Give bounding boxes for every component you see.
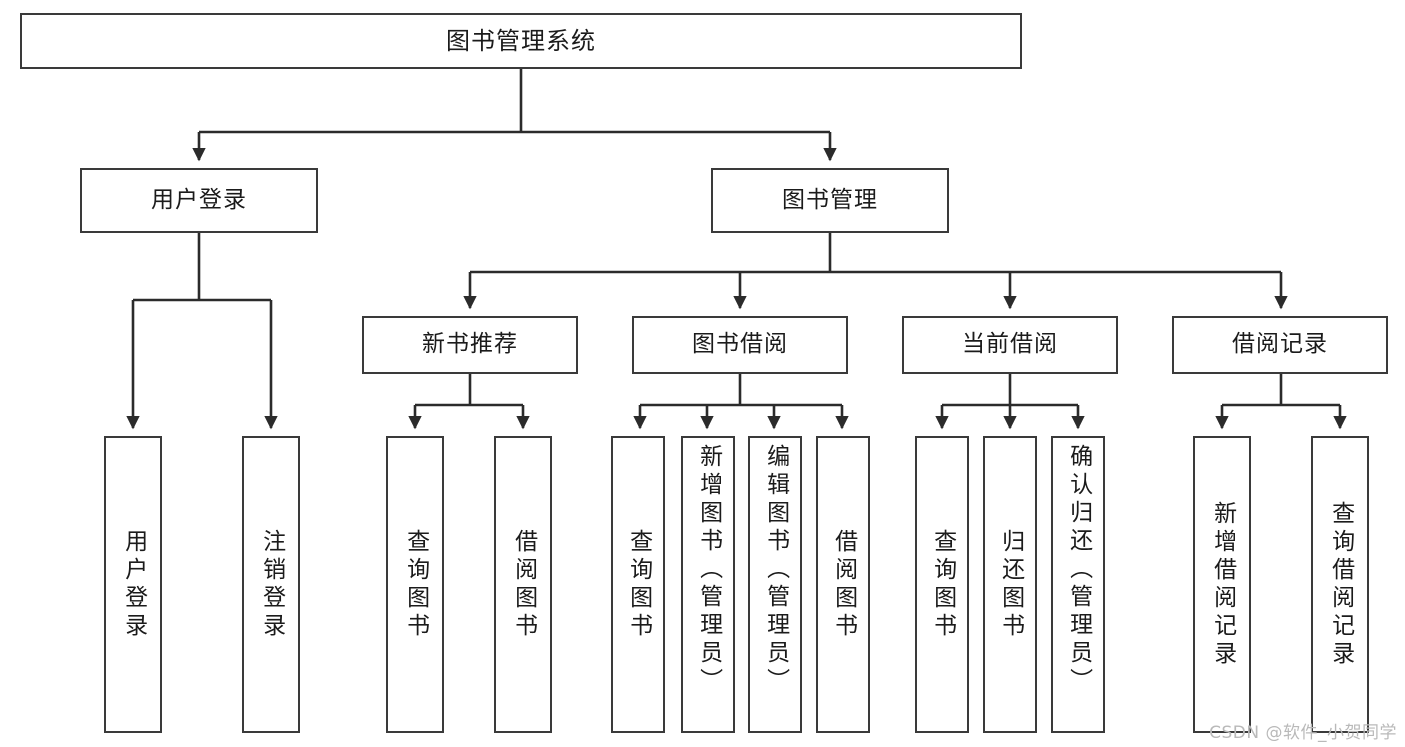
leaf-current-query-book[interactable]: 查询图书 bbox=[915, 436, 969, 733]
leaf-new-book-borrow[interactable]: 借阅图书 bbox=[494, 436, 552, 733]
node-label: 新增图书（管理员） bbox=[695, 444, 722, 696]
leaf-borrow-add-book[interactable]: 新增图书（管理员） bbox=[681, 436, 735, 733]
node-label: 图书管理 bbox=[782, 186, 878, 213]
csdn-watermark: CSDN @软件_小贺同学 bbox=[1209, 723, 1397, 743]
leaf-user-login-logout[interactable]: 注销登录 bbox=[242, 436, 300, 733]
node-label: 借阅图书 bbox=[510, 528, 537, 641]
node-new-book-recommend[interactable]: 新书推荐 bbox=[362, 316, 578, 374]
leaf-borrow-edit-book[interactable]: 编辑图书（管理员） bbox=[748, 436, 802, 733]
node-label: 新书推荐 bbox=[422, 331, 518, 358]
leaf-current-confirm-return[interactable]: 确认归还（管理员） bbox=[1051, 436, 1105, 733]
leaf-borrow-borrow-book[interactable]: 借阅图书 bbox=[816, 436, 870, 733]
leaf-record-query-record[interactable]: 查询借阅记录 bbox=[1311, 436, 1369, 733]
leaf-new-book-query[interactable]: 查询图书 bbox=[386, 436, 444, 733]
node-user-login[interactable]: 用户登录 bbox=[80, 168, 318, 233]
node-label: 图书管理系统 bbox=[446, 26, 596, 55]
leaf-user-login-login[interactable]: 用户登录 bbox=[104, 436, 162, 733]
node-label: 注销登录 bbox=[258, 528, 285, 641]
node-label: 归还图书 bbox=[997, 528, 1024, 641]
node-label: 编辑图书（管理员） bbox=[762, 444, 789, 696]
node-current-borrow[interactable]: 当前借阅 bbox=[902, 316, 1118, 374]
node-label: 借阅图书 bbox=[830, 528, 857, 641]
node-book-management[interactable]: 图书管理 bbox=[711, 168, 949, 233]
leaf-current-return-book[interactable]: 归还图书 bbox=[983, 436, 1037, 733]
node-label: 图书借阅 bbox=[692, 331, 788, 358]
node-label: 查询借阅记录 bbox=[1327, 500, 1354, 669]
leaf-borrow-query-book[interactable]: 查询图书 bbox=[611, 436, 665, 733]
node-label: 查询图书 bbox=[929, 528, 956, 641]
node-label: 新增借阅记录 bbox=[1209, 500, 1236, 669]
node-label: 借阅记录 bbox=[1232, 331, 1328, 358]
node-label: 用户登录 bbox=[120, 528, 147, 641]
node-borrow-record[interactable]: 借阅记录 bbox=[1172, 316, 1388, 374]
node-book-borrow[interactable]: 图书借阅 bbox=[632, 316, 848, 374]
leaf-record-add-record[interactable]: 新增借阅记录 bbox=[1193, 436, 1251, 733]
node-root-system[interactable]: 图书管理系统 bbox=[20, 13, 1022, 69]
node-label: 用户登录 bbox=[151, 186, 247, 213]
node-label: 查询图书 bbox=[625, 528, 652, 641]
node-label: 确认归还（管理员） bbox=[1065, 444, 1092, 696]
node-label: 查询图书 bbox=[402, 528, 429, 641]
node-label: 当前借阅 bbox=[962, 331, 1058, 358]
